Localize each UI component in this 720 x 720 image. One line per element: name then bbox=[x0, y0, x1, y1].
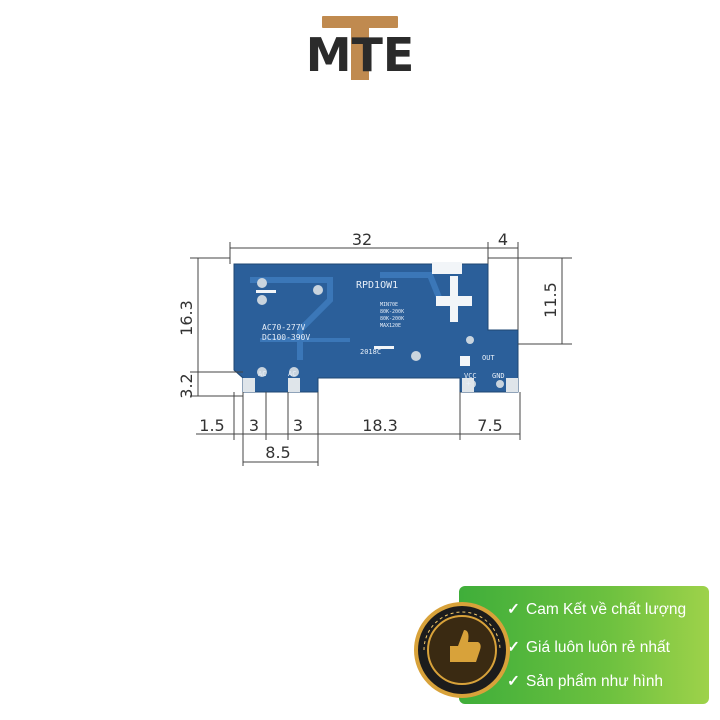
pcb-spec-4: MAX120E bbox=[380, 323, 401, 329]
pcb-spec-2: 80K-200K bbox=[380, 309, 404, 315]
pcb-board bbox=[233, 262, 519, 393]
dim-pin2-width: 3 bbox=[293, 416, 303, 435]
mte-logo: MTE bbox=[300, 8, 420, 80]
pcb-input-ac: AC70-277V bbox=[262, 323, 306, 332]
pcb-pin-ac-right: AC bbox=[288, 370, 296, 378]
logo-text: MTE bbox=[305, 28, 415, 82]
promo-item-price: ✓Giá luôn luôn rẻ nhất bbox=[507, 639, 670, 656]
dim-right-step: 4 bbox=[498, 230, 508, 249]
pcb-model: RPD1OW1 bbox=[356, 280, 398, 291]
thumbs-up-icon bbox=[450, 630, 481, 662]
check-icon: ✓ bbox=[507, 673, 520, 690]
dimension-lines bbox=[190, 242, 572, 466]
promo-item-as-pictured: ✓Sản phẩm như hình bbox=[507, 673, 664, 690]
pcb-vcc: VCC bbox=[464, 372, 477, 380]
dim-pin-gap: 18.3 bbox=[362, 416, 398, 435]
check-icon: ✓ bbox=[507, 639, 520, 656]
pcb-plus: + bbox=[466, 379, 471, 388]
dim-pin-span: 8.5 bbox=[265, 443, 290, 462]
promo-item-quality: ✓Cam Kết về chất lượng bbox=[507, 601, 687, 618]
dim-board-height: 16.3 bbox=[177, 300, 196, 336]
dim-right-pins-width: 7.5 bbox=[477, 416, 502, 435]
pcb-date-code: 2018C bbox=[360, 348, 381, 356]
dim-total-width: 32 bbox=[352, 230, 372, 249]
pcb-input-dc: DC100-390V bbox=[262, 333, 310, 342]
pcb-spec-3: 80K-200K bbox=[380, 316, 404, 322]
dim-pin1-width: 3 bbox=[249, 416, 259, 435]
check-icon: ✓ bbox=[507, 601, 520, 618]
best-quality-badge-icon bbox=[414, 602, 510, 698]
pcb-spec-1: MIN70E bbox=[380, 302, 398, 308]
pcb-pin-ac-left: AC bbox=[258, 370, 266, 378]
pcb-out: OUT bbox=[482, 354, 495, 362]
pcb-gnd: GND bbox=[492, 372, 505, 380]
dim-left-offset: 1.5 bbox=[199, 416, 224, 435]
dim-pin-height: 3.2 bbox=[177, 373, 196, 398]
dim-right-height: 11.5 bbox=[541, 282, 560, 318]
logo-t-stem bbox=[351, 22, 369, 80]
